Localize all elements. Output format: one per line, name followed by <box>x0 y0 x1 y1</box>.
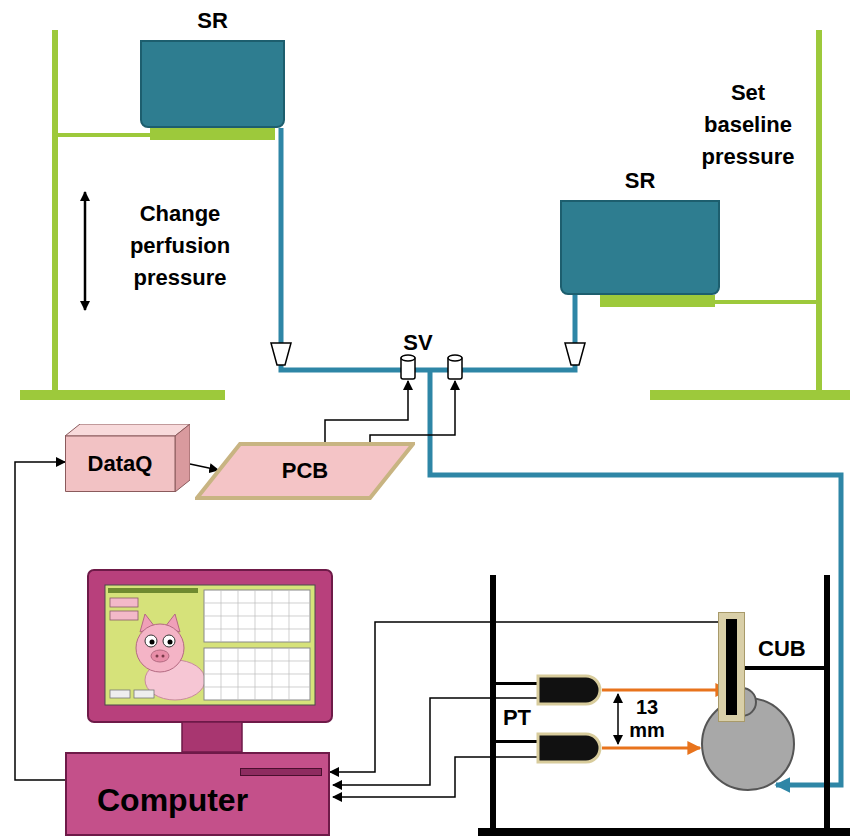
stand-arm <box>715 300 816 304</box>
cuvette-holder: CUB <box>718 612 745 722</box>
part-label: SR <box>197 8 228 33</box>
signal-wire <box>325 381 408 442</box>
transducer-label: PT <box>503 705 531 731</box>
box-side <box>175 424 190 492</box>
pig-head <box>136 624 184 672</box>
screen-title-bar <box>108 588 198 593</box>
dimension-label: 13 mm <box>629 696 665 742</box>
signal-wire <box>333 757 538 797</box>
pig-eye <box>163 635 175 647</box>
stand-base <box>650 390 850 400</box>
box-top <box>65 424 190 436</box>
pig-eye <box>145 635 157 647</box>
monitor-neck <box>182 722 242 752</box>
computer-case: Computer <box>65 752 330 836</box>
screen <box>105 585 315 705</box>
pig-nostril <box>156 655 159 658</box>
frame-post <box>824 575 830 836</box>
stand-platform <box>150 128 275 140</box>
signal-wire <box>370 381 455 442</box>
board-shape <box>197 444 413 498</box>
photo-transducer <box>538 676 600 704</box>
valve-label: SV <box>403 330 432 356</box>
screen-button <box>110 598 138 607</box>
stand-base <box>20 390 225 400</box>
signal-wire <box>190 464 218 470</box>
stand-platform <box>600 295 715 307</box>
stand-arm <box>58 133 150 137</box>
stand-pole <box>816 30 822 398</box>
frame-post <box>490 575 496 836</box>
node-label: PCB <box>282 458 328 483</box>
signal-wire <box>15 462 65 780</box>
circuit-board: PCB <box>195 442 415 500</box>
part-label: SR <box>625 168 656 193</box>
pig-nostril <box>162 655 165 658</box>
light-beam <box>602 747 700 750</box>
signal-wire <box>330 622 718 772</box>
funnel <box>565 343 585 365</box>
part-label: CUB <box>758 636 806 661</box>
screen-button <box>110 611 138 620</box>
screen-chart <box>204 590 310 642</box>
tubing <box>573 295 578 345</box>
pig-snout <box>151 650 169 662</box>
cuvette-bar <box>726 619 737 715</box>
screen-button <box>110 690 130 698</box>
box-front <box>66 436 176 492</box>
chart-grid <box>204 648 310 700</box>
tubing <box>279 128 284 345</box>
saline-reservoir: SR <box>560 200 720 295</box>
pig-pupil <box>168 640 173 645</box>
funnel <box>271 343 291 365</box>
drive-slot <box>240 768 322 776</box>
node-label: DataQ <box>88 451 153 476</box>
tubing <box>281 364 575 370</box>
light-beam <box>602 689 728 692</box>
saline-reservoir: SR <box>140 40 285 128</box>
frame-base <box>478 828 850 836</box>
screen-button <box>134 690 154 698</box>
valve-symbol <box>448 355 462 361</box>
dimension-arrow <box>617 694 619 744</box>
chart-grid <box>204 590 310 642</box>
frame-arm <box>745 666 824 670</box>
transducer-mount <box>496 682 538 685</box>
valve-symbol <box>401 355 415 361</box>
stand-pole <box>52 30 58 398</box>
pig-pupil <box>150 640 155 645</box>
screen-chart <box>204 648 310 700</box>
daq-box: DataQ <box>65 424 190 492</box>
transducer-mount <box>496 740 538 743</box>
double-arrow <box>84 192 87 310</box>
photo-transducer <box>538 734 600 762</box>
monitor <box>88 570 332 722</box>
node-label: Computer <box>97 782 248 819</box>
annotation-text: Set baseline pressure <box>702 77 795 173</box>
annotation-text: Change perfusion pressure <box>130 198 230 294</box>
